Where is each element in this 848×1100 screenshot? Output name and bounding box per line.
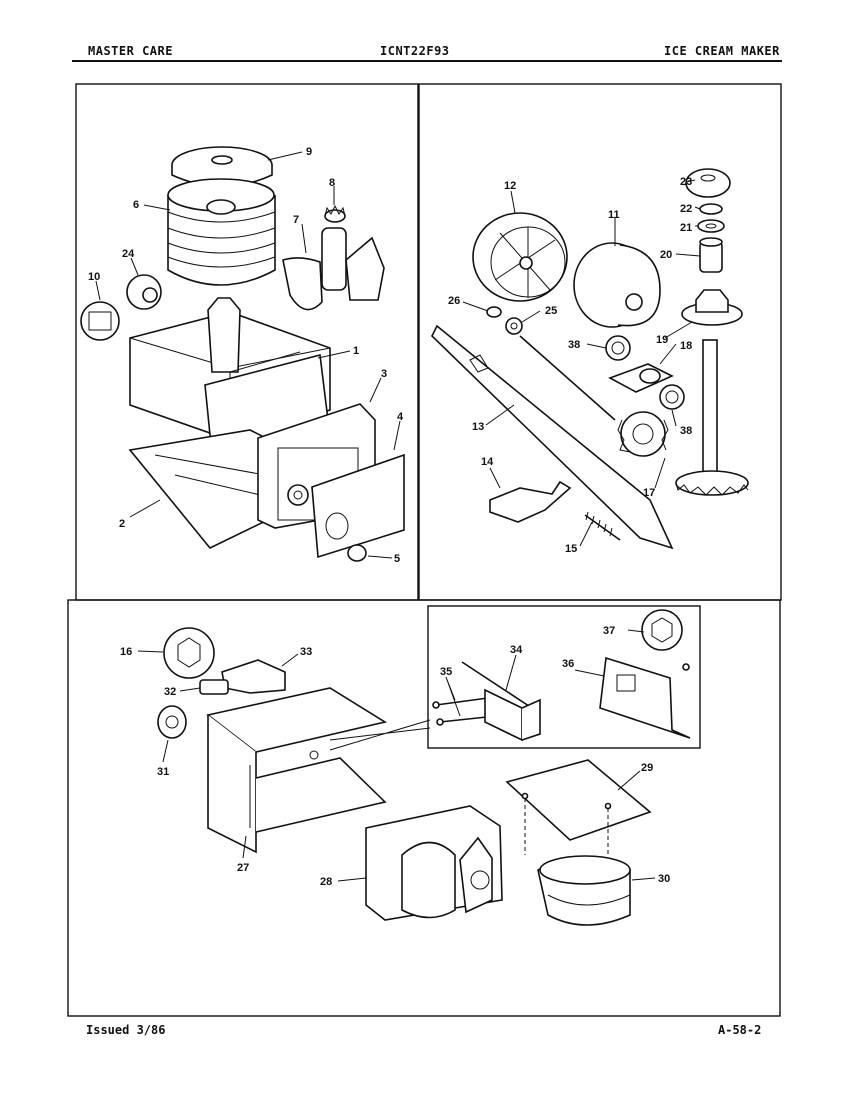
panel-inset bbox=[427, 605, 701, 749]
callout-36: 36 bbox=[562, 658, 574, 670]
callout-labels: 9 8 7 6 24 10 1 3 4 5 2 12 11 23 22 21 2… bbox=[88, 146, 692, 888]
housing-11 bbox=[573, 242, 661, 328]
callout-24: 24 bbox=[122, 248, 135, 260]
shaft-17 bbox=[675, 339, 749, 496]
cover-30 bbox=[537, 855, 631, 926]
callout-30: 30 bbox=[658, 873, 670, 885]
callout-3: 3 bbox=[381, 368, 387, 380]
label-10 bbox=[80, 301, 120, 341]
callout-20: 20 bbox=[660, 249, 672, 261]
panel-bottom bbox=[67, 599, 781, 1017]
lamp-31 bbox=[157, 705, 187, 739]
cam-33 bbox=[221, 659, 286, 694]
callout-25: 25 bbox=[545, 305, 557, 317]
callout-4: 4 bbox=[397, 411, 404, 423]
cover-plate-4 bbox=[311, 453, 405, 559]
callout-22: 22 bbox=[680, 203, 692, 215]
callout-19: 19 bbox=[656, 334, 668, 346]
gear-8 bbox=[324, 204, 346, 223]
callout-38-lower: 38 bbox=[680, 425, 692, 437]
callout-14: 14 bbox=[481, 456, 494, 468]
callout-13: 13 bbox=[472, 421, 484, 433]
knob-24 bbox=[126, 274, 162, 310]
washer-38b bbox=[659, 384, 685, 410]
nut-25 bbox=[505, 317, 523, 335]
panel-top-right bbox=[418, 83, 782, 601]
washer-22 bbox=[699, 203, 723, 215]
callout-1: 1 bbox=[353, 345, 359, 357]
callout-16: 16 bbox=[120, 646, 132, 658]
callout-29: 29 bbox=[641, 762, 653, 774]
inset-leader bbox=[329, 719, 431, 751]
clip-32 bbox=[199, 679, 229, 695]
cam-37 bbox=[641, 609, 690, 671]
callout-6: 6 bbox=[133, 199, 139, 211]
callout-23: 23 bbox=[680, 176, 692, 188]
knob-16 bbox=[163, 627, 215, 679]
header-right: ICE CREAM MAKER bbox=[664, 44, 780, 58]
callout-9: 9 bbox=[306, 146, 312, 158]
housing-1 bbox=[129, 297, 331, 457]
cap-23 bbox=[685, 168, 731, 198]
callout-7: 7 bbox=[293, 214, 299, 226]
wheel-12 bbox=[472, 212, 568, 302]
spring-15 bbox=[584, 511, 621, 541]
callout-28: 28 bbox=[320, 876, 332, 888]
callout-33: 33 bbox=[300, 646, 312, 658]
callout-32: 32 bbox=[164, 686, 176, 698]
leader-lines bbox=[95, 151, 701, 882]
callout-38-upper: 38 bbox=[568, 339, 580, 351]
callout-37: 37 bbox=[603, 625, 615, 637]
callout-17: 17 bbox=[643, 487, 655, 499]
washer-38a bbox=[605, 335, 631, 361]
callout-11: 11 bbox=[608, 209, 620, 221]
panel-frames bbox=[67, 83, 782, 1017]
callout-35: 35 bbox=[440, 666, 452, 678]
callout-27: 27 bbox=[237, 862, 249, 874]
callout-26: 26 bbox=[448, 295, 460, 307]
bushing-20 bbox=[699, 237, 723, 273]
switch-34 bbox=[461, 661, 541, 742]
callout-18: 18 bbox=[680, 340, 692, 352]
bracket-27 bbox=[206, 687, 388, 854]
callout-2: 2 bbox=[119, 518, 125, 530]
callout-12: 12 bbox=[504, 180, 516, 192]
bucket-6 bbox=[167, 178, 276, 286]
washer-21 bbox=[697, 219, 725, 233]
header-rule bbox=[72, 60, 782, 62]
bracket-18 bbox=[608, 363, 674, 393]
footer-issued: Issued 3/86 bbox=[86, 1023, 166, 1037]
plate-29 bbox=[505, 759, 652, 855]
bracket-36 bbox=[599, 656, 691, 739]
callout-31: 31 bbox=[157, 766, 169, 778]
footer-page-code: A-58-2 bbox=[718, 1023, 762, 1037]
motor-28 bbox=[365, 805, 503, 921]
header-center: ICNT22F93 bbox=[380, 44, 450, 58]
header-left: MASTER CARE bbox=[88, 44, 173, 58]
knob-5 bbox=[347, 544, 367, 562]
callout-21: 21 bbox=[680, 222, 692, 234]
dasher-7 bbox=[282, 227, 385, 311]
callout-5: 5 bbox=[394, 553, 400, 565]
callout-8: 8 bbox=[329, 177, 335, 189]
callout-34: 34 bbox=[510, 644, 523, 656]
hub-19 bbox=[681, 289, 743, 326]
crank-13 bbox=[431, 324, 674, 550]
callout-10: 10 bbox=[88, 271, 100, 283]
callout-15: 15 bbox=[565, 543, 577, 555]
nut-26 bbox=[486, 306, 502, 318]
bracket-14 bbox=[489, 480, 572, 523]
